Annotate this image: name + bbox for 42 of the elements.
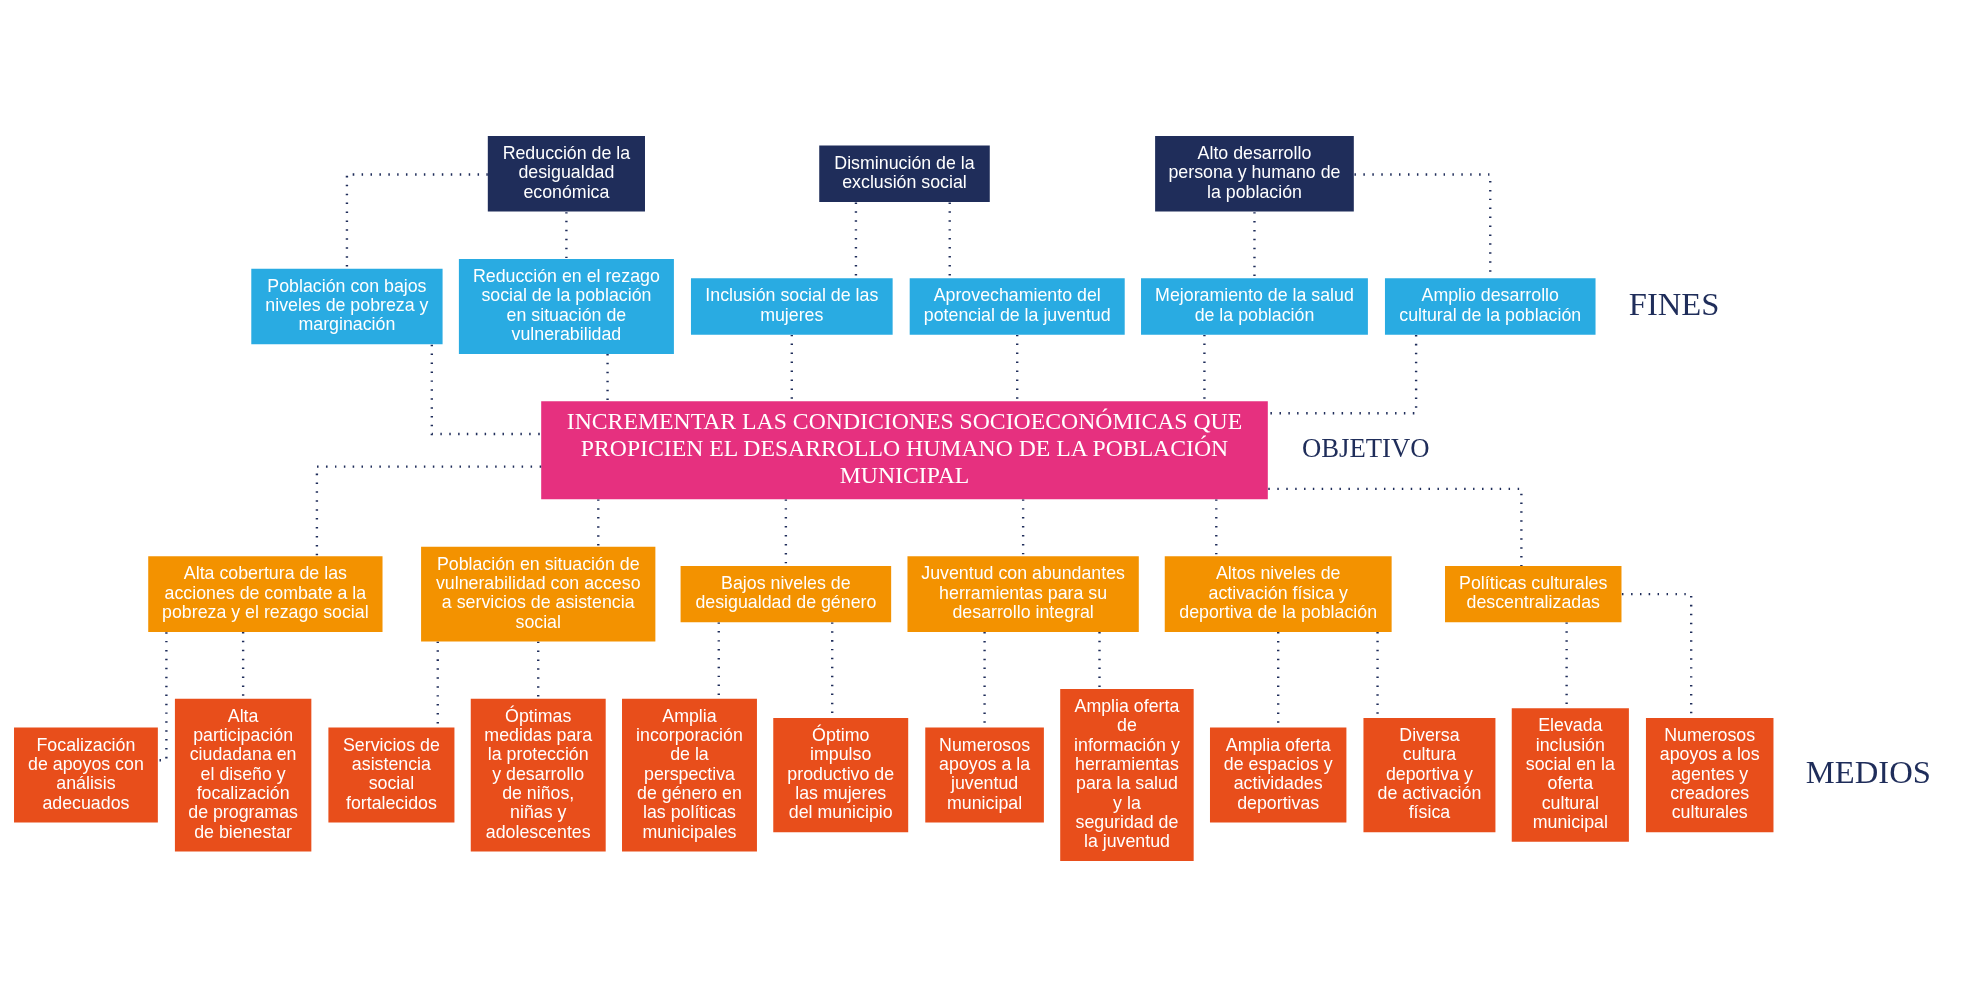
node-box: Servicios de asistencia social fortalecidos [328, 727, 455, 823]
node-box: Numerosos apoyos a la juventud municipal [925, 727, 1044, 823]
connector [565, 212, 568, 259]
node-box: Juventud con abundantes herramientas para su desarrollo integral [907, 556, 1139, 632]
connector [241, 632, 245, 699]
node-box: Amplia incorporación de la perspectiva de género en las políticas municipales [622, 698, 757, 852]
node-box: Reducción en el rezago social de la población en situación de vulnerabilidad [458, 259, 674, 354]
node-label: OBJETIVO [1301, 432, 1430, 463]
node-box: Altos niveles de activación física y deportiva de la población [1164, 556, 1392, 632]
node-box: Amplio desarrollo cultural de la población [1384, 278, 1596, 335]
node-box: Óptimo impulso productivo de las mujeres del municipio [773, 717, 909, 833]
node-box: Amplia oferta de espacios y actividades deportivas [1210, 727, 1347, 823]
node-box: Alta participación ciudadana en el diseño y focalización de programas de bienestar [174, 698, 312, 852]
node-box: Población en situación de vulnerabilidad con acceso a servicios de asistencia social [421, 546, 656, 642]
node-box: Amplia oferta de información y herramientas para la salud y la seguridad de la juventud [1060, 689, 1194, 862]
node-box: Focalización de apoyos con análisis adecuados [14, 727, 158, 823]
node-box: Elevada inclusión social en la oferta cultural municipal [1511, 708, 1629, 842]
node-box: Reducción de la desigualdad económica [487, 135, 645, 212]
node-box: Numerosos apoyos a los agentes y creadores culturales [1645, 717, 1774, 833]
node-box: Bajos niveles de desigualdad de género [680, 565, 892, 623]
node-box: Disminución de la exclusión social [819, 145, 990, 202]
node-box: Inclusión social de las mujeres [690, 278, 893, 335]
label: MEDIOS [1805, 754, 1931, 791]
node-box: Población con bajos niveles de pobreza y marginación [251, 268, 443, 345]
connector [430, 344, 541, 436]
connector [1268, 335, 1418, 415]
connector [345, 173, 488, 269]
node-box: Alto desarrollo persona y humano de la población [1155, 135, 1354, 212]
connector [315, 465, 542, 556]
node-box: Alta cobertura de las acciones de combate a la pobreza y el rezago social [148, 556, 383, 632]
node-box: Aprovechamiento del potencial de la juventud [909, 278, 1125, 335]
connector [606, 353, 609, 401]
node-box: Diversa cultura deportiva y de activación física [1363, 717, 1496, 833]
connector [1253, 212, 1256, 279]
connector [1268, 487, 1523, 566]
label: FINES [1628, 285, 1720, 322]
node-box: INCREMENTAR LAS CONDICIONES SOCIOECONÓMICAS QUE PROPICIEN EL DESARROLLO HUMANO DE LA POBLACIÓN MUNICIPAL [541, 401, 1268, 500]
node-box: Mejoramiento de la salud de la población [1141, 278, 1368, 335]
node-box: Óptimas medidas para la protección y desarrollo de niños, niñas y adolescentes [470, 698, 606, 852]
connector [158, 632, 168, 762]
node-box: Políticas culturales descentralizadas [1445, 565, 1622, 623]
connector [1098, 632, 1101, 689]
